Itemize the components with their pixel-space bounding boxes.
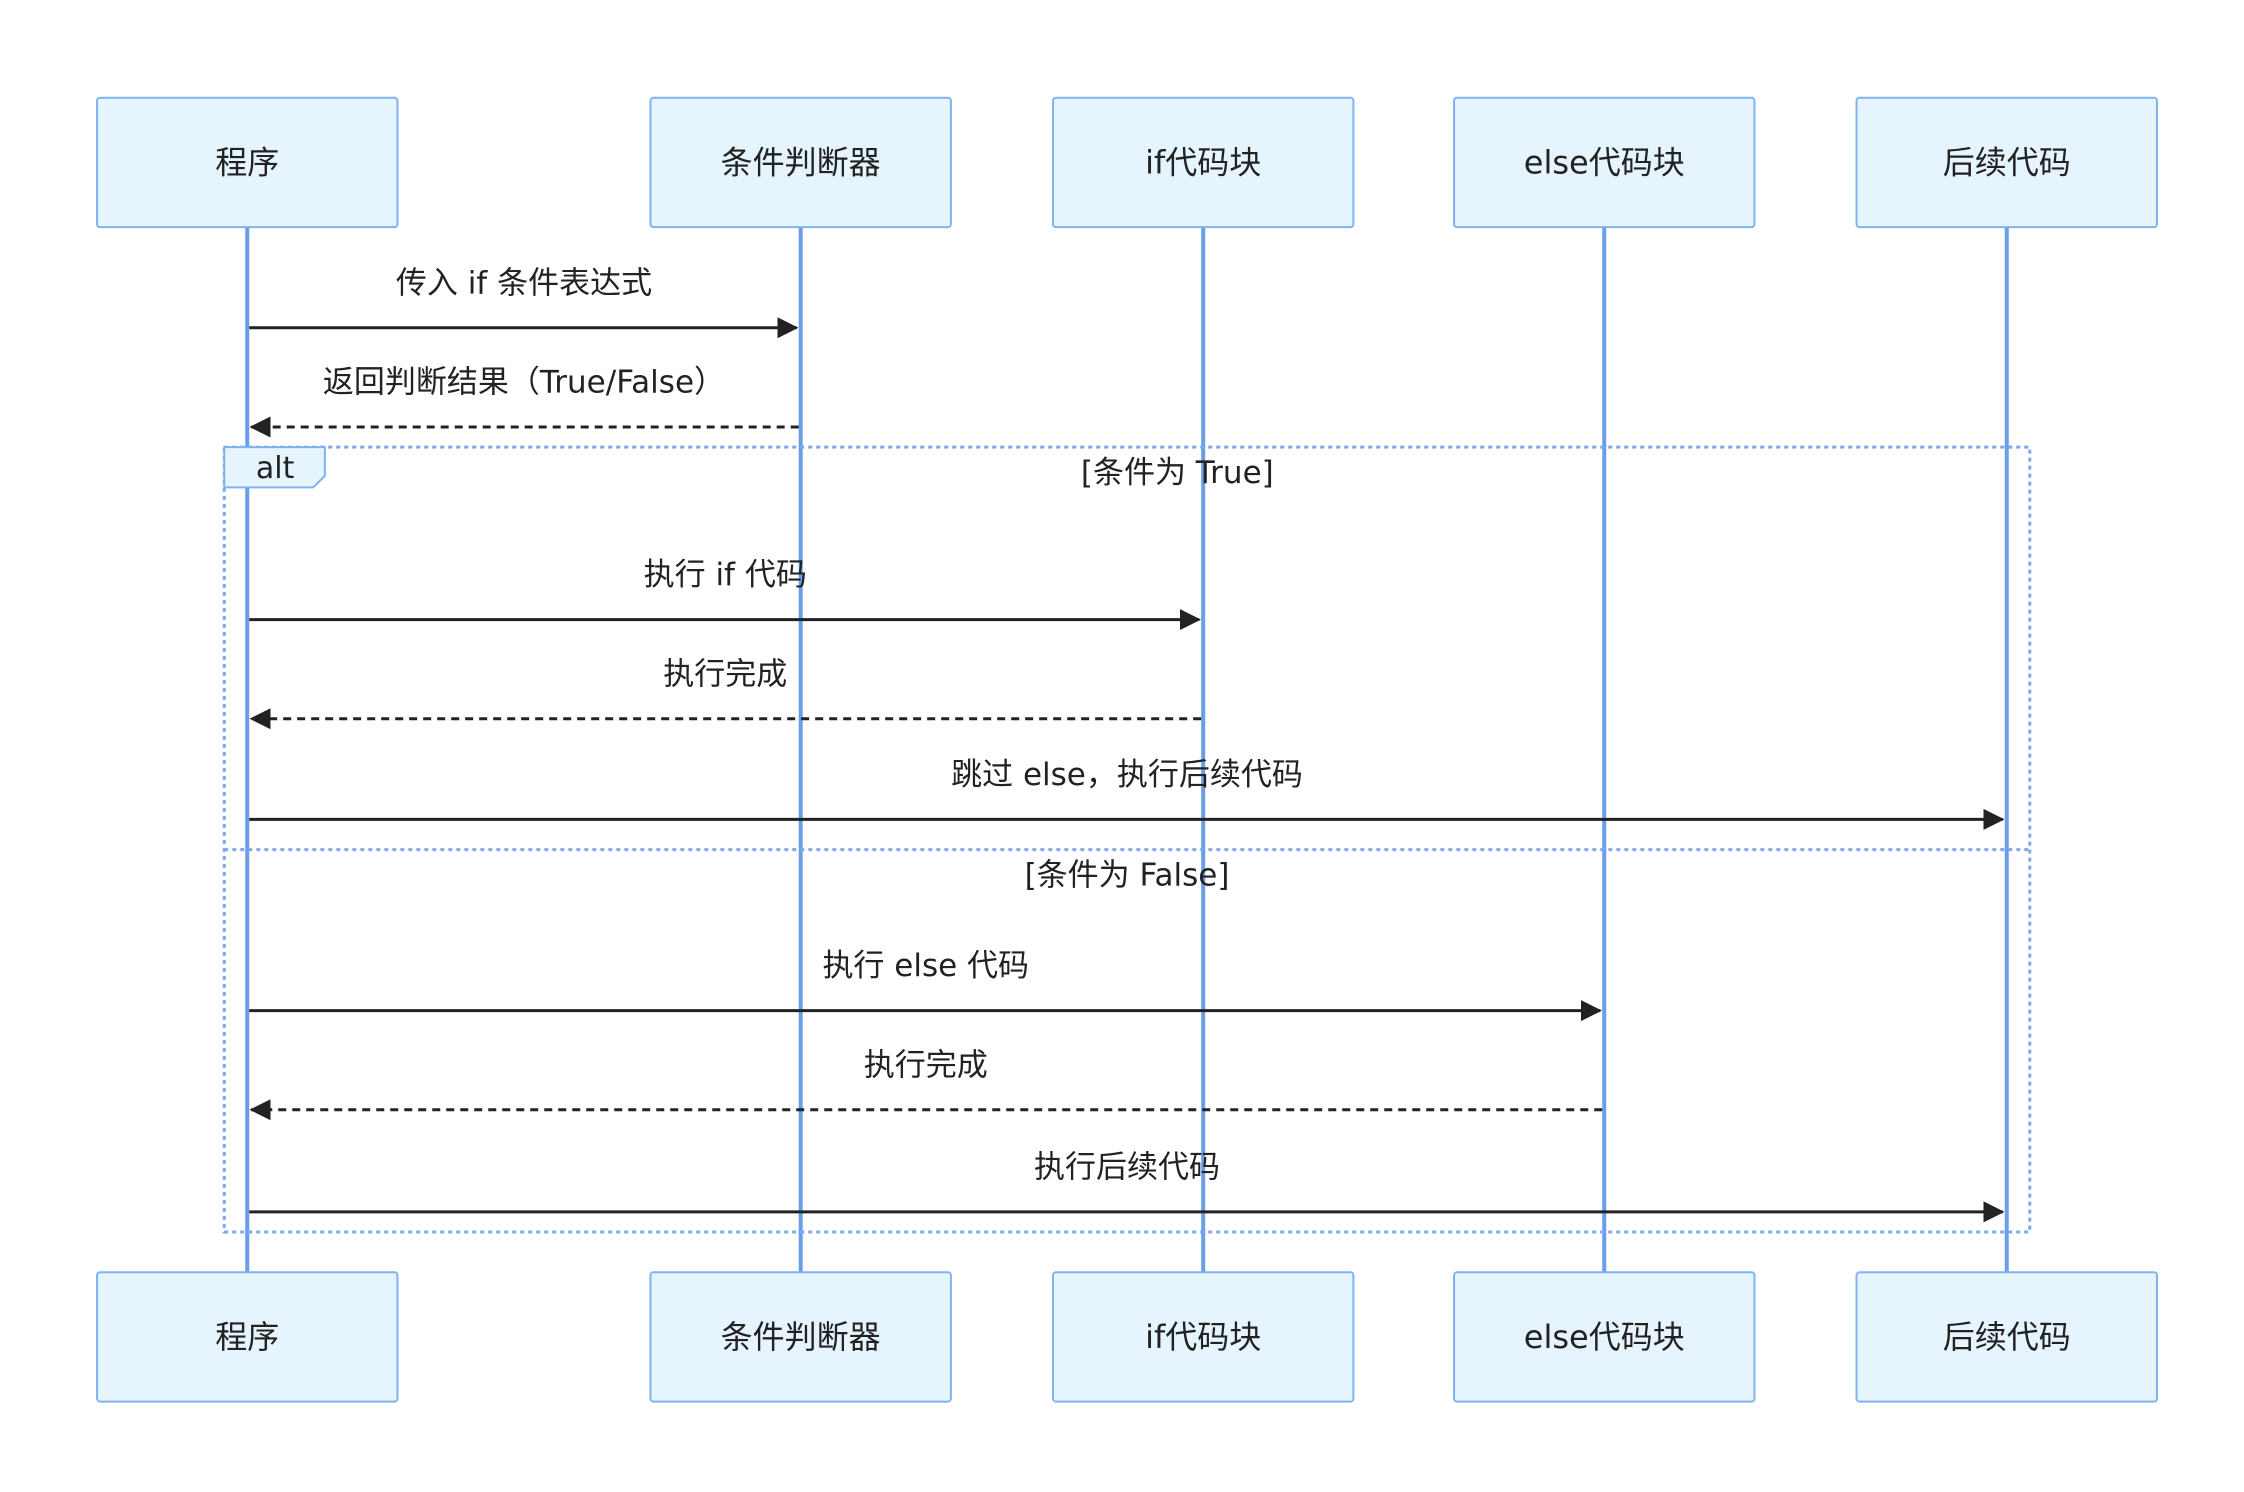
message-1[interactable]: 传入 if 条件表达式 <box>249 265 799 339</box>
actor-ifblock-top[interactable]: if代码块 <box>1051 96 1355 229</box>
actor-label: 后续代码 <box>1943 143 2071 181</box>
message-label: 执行后续代码 <box>1034 1149 1220 1185</box>
message-5[interactable]: 跳过 else，执行后续代码 <box>249 757 2005 830</box>
actor-label: 后续代码 <box>1943 1318 2071 1356</box>
message-3[interactable]: 执行 if 代码 <box>249 557 1201 631</box>
actor-ifblock-bottom[interactable]: if代码块 <box>1051 1271 1355 1403</box>
actor-after-bottom[interactable]: 后续代码 <box>1855 1271 2158 1403</box>
alt-frame <box>222 445 2032 1234</box>
actor-box <box>1453 96 1756 229</box>
alt-condition-2: [条件为 False] <box>1025 857 1230 893</box>
message-label: 跳过 else，执行后续代码 <box>951 757 1303 793</box>
actor-box <box>1051 1271 1355 1403</box>
message-6[interactable]: 执行 else 代码 <box>249 948 1602 1022</box>
actor-program-bottom[interactable]: 程序 <box>96 1271 399 1403</box>
actor-label: 程序 <box>215 143 279 181</box>
message-label: 执行 else 代码 <box>822 948 1029 984</box>
actor-elseblock-bottom[interactable]: else代码块 <box>1453 1271 1756 1403</box>
message-4[interactable]: 执行完成 <box>249 656 1202 730</box>
actor-label: else代码块 <box>1524 143 1685 181</box>
actor-box <box>649 1271 952 1403</box>
actor-label: if代码块 <box>1145 143 1261 181</box>
message-label: 执行 if 代码 <box>644 557 807 593</box>
actor-box <box>1453 1271 1756 1403</box>
alt-keyword: alt <box>256 451 295 486</box>
message-label: 传入 if 条件表达式 <box>396 265 652 301</box>
actor-box <box>1855 96 2158 229</box>
actor-box <box>649 96 952 229</box>
actor-label: 程序 <box>215 1318 279 1356</box>
message-8[interactable]: 执行后续代码 <box>249 1149 2005 1223</box>
actor-label: else代码块 <box>1524 1318 1685 1356</box>
actor-box <box>96 1271 399 1403</box>
alt-condition-1: [条件为 True] <box>1081 455 1274 491</box>
message-label: 执行完成 <box>864 1047 988 1083</box>
actor-box <box>96 96 399 229</box>
message-2[interactable]: 返回判断结果（True/False） <box>249 364 799 438</box>
message-label: 返回判断结果（True/False） <box>323 364 725 400</box>
actor-after-top[interactable]: 后续代码 <box>1855 96 2158 229</box>
actor-label: 条件判断器 <box>721 1318 881 1356</box>
actor-program-top[interactable]: 程序 <box>96 96 399 229</box>
actor-label: 条件判断器 <box>721 143 881 181</box>
message-7[interactable]: 执行完成 <box>249 1047 1603 1121</box>
message-label: 执行完成 <box>663 656 787 692</box>
actor-judge-bottom[interactable]: 条件判断器 <box>649 1271 952 1403</box>
actor-box <box>1855 1271 2158 1403</box>
alt-label-box <box>223 446 326 489</box>
actor-elseblock-top[interactable]: else代码块 <box>1453 96 1756 229</box>
actor-label: if代码块 <box>1145 1318 1261 1356</box>
actor-box <box>1051 96 1355 229</box>
actor-judge-top[interactable]: 条件判断器 <box>649 96 952 229</box>
